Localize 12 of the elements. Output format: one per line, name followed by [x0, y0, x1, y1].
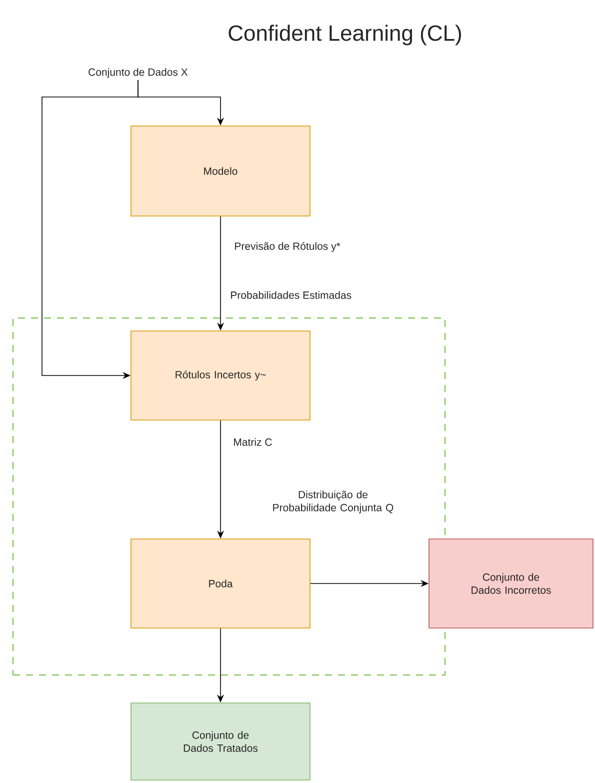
edge-note: Probabilidades Estimadas	[231, 291, 352, 299]
output-box: Conjunto de Dados Tratados	[130, 702, 310, 780]
title: Confident Learning (CL)	[228, 24, 461, 46]
output-box: Conjunto de Dados Incorretos	[428, 538, 594, 628]
process-box: Poda	[130, 538, 310, 628]
process-box: Rótulos Incertos y~	[130, 330, 310, 420]
process-box: Modelo	[130, 126, 310, 216]
edge-note: Distribuição de Probabilidade Conjunta Q	[273, 490, 394, 514]
group-frame	[12, 317, 446, 676]
input-text: Conjunto de Dados X	[88, 68, 188, 78]
edge-label: Previsão de Rótulos y*	[235, 242, 340, 252]
edge-label: Matriz C	[234, 438, 272, 446]
